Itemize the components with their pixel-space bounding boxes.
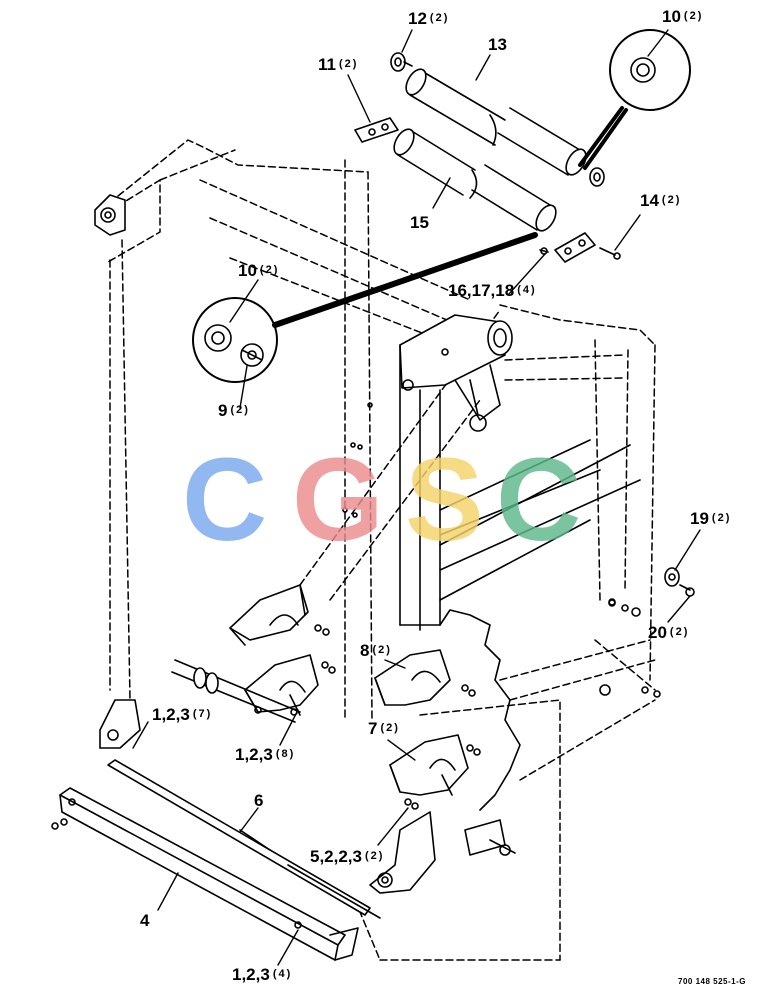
callout-20: 20(2) — [648, 623, 690, 642]
lower-right-gusset — [369, 811, 516, 894]
left-lower-plate — [99, 699, 141, 749]
callout-7: 7(2) — [368, 719, 400, 738]
middle-mount-bracket — [244, 654, 336, 716]
callout-10-upper: 10(2) — [662, 7, 704, 26]
callout-4: 4 — [140, 911, 150, 930]
callout-14: 14(2) — [640, 191, 682, 210]
frame-outline — [107, 139, 656, 961]
bracket-7 — [389, 734, 481, 796]
roller-13 — [405, 68, 587, 176]
callout-11: 11(2) — [318, 55, 359, 74]
fasteners — [342, 402, 661, 810]
angle-4 — [51, 787, 359, 961]
callout-13: 13 — [488, 35, 507, 54]
center-upright — [399, 314, 641, 631]
washer-19 — [664, 567, 680, 587]
callout-1-2-3-qty7: 1,2,3(7) — [152, 705, 213, 724]
drawing-reference-number: 700 148 525-1-G — [678, 977, 746, 986]
upper-mount-bracket — [229, 584, 330, 646]
callout-19: 19(2) — [690, 509, 732, 528]
callout-10-lower: 10(2) — [238, 261, 280, 280]
callout-6: 6 — [254, 791, 264, 810]
callout-1-2-3-qty4: 1,2,3(4) — [232, 965, 293, 984]
leader-lines — [132, 29, 701, 966]
bracket-11 — [354, 117, 399, 143]
callout-1-2-3-qty8: 1,2,3(8) — [235, 745, 296, 764]
detail-circle-bearing-upper — [578, 29, 691, 170]
roller-15 — [393, 128, 557, 232]
bracket-14 — [539, 232, 621, 263]
callout-16-17-18: 16,17,18(4) — [448, 281, 537, 300]
bearing-right — [589, 167, 605, 187]
callout-5-2-2-3: 5,2,2,3(2) — [310, 847, 385, 866]
detail-circle-bearing-lower — [192, 232, 538, 383]
callout-9: 9(2) — [218, 401, 250, 420]
cutaway-edge — [439, 609, 521, 811]
callout-8: 8(2) — [360, 641, 392, 660]
left-upper-plate — [94, 194, 126, 236]
plate-6 — [107, 759, 381, 919]
bearing-12 — [390, 52, 413, 72]
callout-15: 15 — [410, 213, 429, 232]
bracket-8 — [374, 649, 476, 706]
callout-12: 12(2) — [408, 9, 450, 28]
